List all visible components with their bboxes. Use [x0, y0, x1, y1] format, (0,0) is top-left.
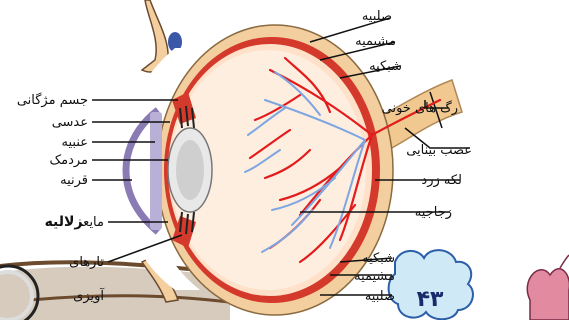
- label-retina-bottom: شبکیه: [362, 251, 395, 266]
- label-macula: لکه زرد: [421, 173, 462, 188]
- label-cornea: قرنیه: [60, 173, 88, 188]
- label-aqueous-prefix: مایع: [82, 215, 104, 230]
- label-lens: عدسی: [52, 115, 88, 130]
- label-ciliary-body: جسم مژگانی: [17, 92, 88, 108]
- label-aqueous-bold: زلالیه: [45, 214, 84, 230]
- label-ligaments-line2: آویزی: [73, 287, 105, 304]
- label-ligaments-line1: تارهای: [69, 255, 104, 270]
- label-optic-nerve: عصب بینایی: [406, 143, 472, 158]
- label-choroid-bottom: مشیمیه: [354, 269, 395, 284]
- decorative-flower: [527, 255, 569, 320]
- label-sclera-top: صلبیه: [362, 9, 392, 24]
- label-retina-top: شبکیه: [369, 59, 402, 74]
- label-sclera-bottom: صلبیه: [365, 289, 395, 304]
- label-vitreous: زجاجیه: [415, 205, 452, 220]
- label-blood-vessels: رگ های خونی: [382, 99, 458, 116]
- label-iris: عنبیه: [62, 135, 89, 150]
- lens-core: [176, 140, 204, 200]
- label-aqueous: مایعزلالیه: [45, 214, 104, 230]
- label-pupil: مردمک: [49, 153, 88, 168]
- iris: [150, 112, 162, 230]
- label-choroid-top: مشیمیه: [355, 34, 396, 49]
- page-number: ۴۳: [417, 287, 444, 312]
